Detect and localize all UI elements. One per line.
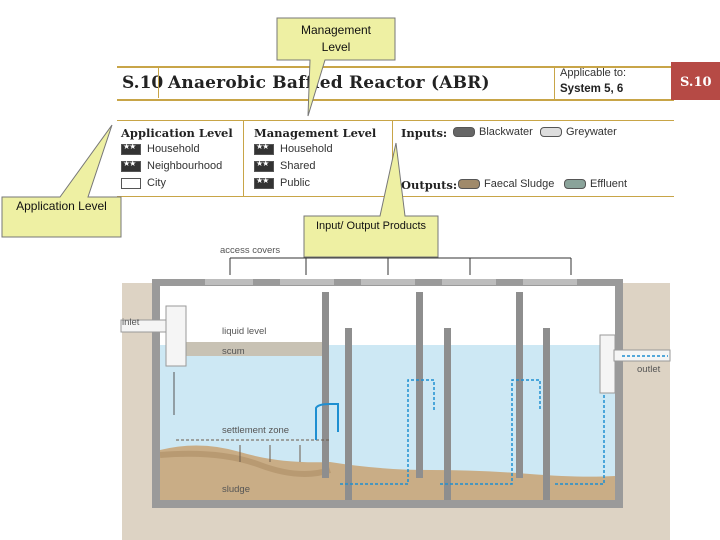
- sheet-tab: S.10: [671, 62, 720, 100]
- output-effluent: Effluent: [564, 178, 627, 190]
- application-callout-balloon: [1, 124, 122, 238]
- access-covers-label: access covers: [220, 245, 281, 256]
- blackwater-swatch-icon: [453, 127, 475, 138]
- management-callout-balloon: [276, 17, 396, 117]
- access-cover-lids: [205, 279, 577, 285]
- inlet-tee: [165, 305, 187, 367]
- upflow-path-4: [555, 370, 605, 485]
- management-callout-text: Management Level: [300, 23, 372, 54]
- rating-icon: [121, 159, 141, 172]
- inputs-label: Inputs:: [401, 126, 448, 140]
- sludge-label: sludge: [222, 484, 250, 495]
- header-divider: [158, 68, 159, 98]
- levels-divider-1: [243, 120, 244, 196]
- tank-floor: [152, 500, 623, 508]
- sludge-ridge: [159, 450, 331, 477]
- upflow-path-3: [440, 379, 541, 485]
- settling-arrows: [239, 445, 301, 462]
- outlet-label: outlet: [637, 364, 661, 375]
- management-level-item: Household: [254, 142, 333, 155]
- input-blackwater: Blackwater: [453, 126, 533, 138]
- rating-icon: [254, 142, 274, 155]
- scum-label: scum: [222, 346, 245, 357]
- hanging-baffles: [322, 292, 523, 478]
- sheet-title: Anaerobic Baffled Reactor (ABR): [168, 73, 490, 93]
- sheet-tab-code: S.10: [680, 75, 712, 90]
- application-level-item: City: [121, 177, 166, 189]
- header-top-rule: [117, 66, 674, 68]
- rating-empty-icon: [121, 177, 141, 189]
- io-callout-text: Input/ Output Products: [315, 220, 427, 232]
- rating-icon: [254, 176, 274, 189]
- management-level-item: Public: [254, 176, 310, 189]
- input-greywater: Greywater: [540, 126, 617, 138]
- standing-baffles: [345, 328, 550, 500]
- output-faecal-sludge: Faecal Sludge: [458, 178, 554, 190]
- applicable-divider: [554, 66, 555, 100]
- outputs-label: Outputs:: [401, 178, 458, 192]
- sheet-code: S.10: [122, 73, 164, 93]
- settlement-zone-label: settlement zone: [222, 425, 290, 436]
- upflow-arrow-1: [315, 403, 339, 440]
- levels-top-rule: [117, 120, 674, 121]
- application-level-item: Household: [121, 142, 200, 155]
- header-bottom-rule: [117, 99, 674, 101]
- greywater-swatch-icon: [540, 127, 562, 138]
- liquid-level-label: liquid level: [222, 326, 267, 337]
- tank-wall-left: [152, 279, 160, 508]
- scum-layer: [172, 342, 322, 356]
- management-level-heading: Management Level: [254, 126, 377, 140]
- tank-wall-right: [615, 279, 623, 508]
- inlet-label: inlet: [122, 317, 140, 328]
- faecal-sludge-swatch-icon: [458, 179, 480, 190]
- rating-icon: [121, 142, 141, 155]
- io-callout-balloon: [303, 142, 439, 258]
- application-level-heading: Application Level: [121, 126, 233, 140]
- management-level-item: Shared: [254, 159, 315, 172]
- access-cover-bracket: [229, 257, 572, 275]
- sludge-layer: [160, 445, 615, 500]
- applicable-value: System 5, 6: [560, 83, 624, 95]
- upflow-path-2: [340, 379, 435, 485]
- application-level-item: Neighbourhood: [121, 159, 222, 172]
- outlet-tee: [599, 334, 616, 394]
- rating-icon: [254, 159, 274, 172]
- application-callout-text: Application Level: [16, 199, 107, 213]
- applicable-label: Applicable to:: [560, 67, 627, 79]
- effluent-swatch-icon: [564, 179, 586, 190]
